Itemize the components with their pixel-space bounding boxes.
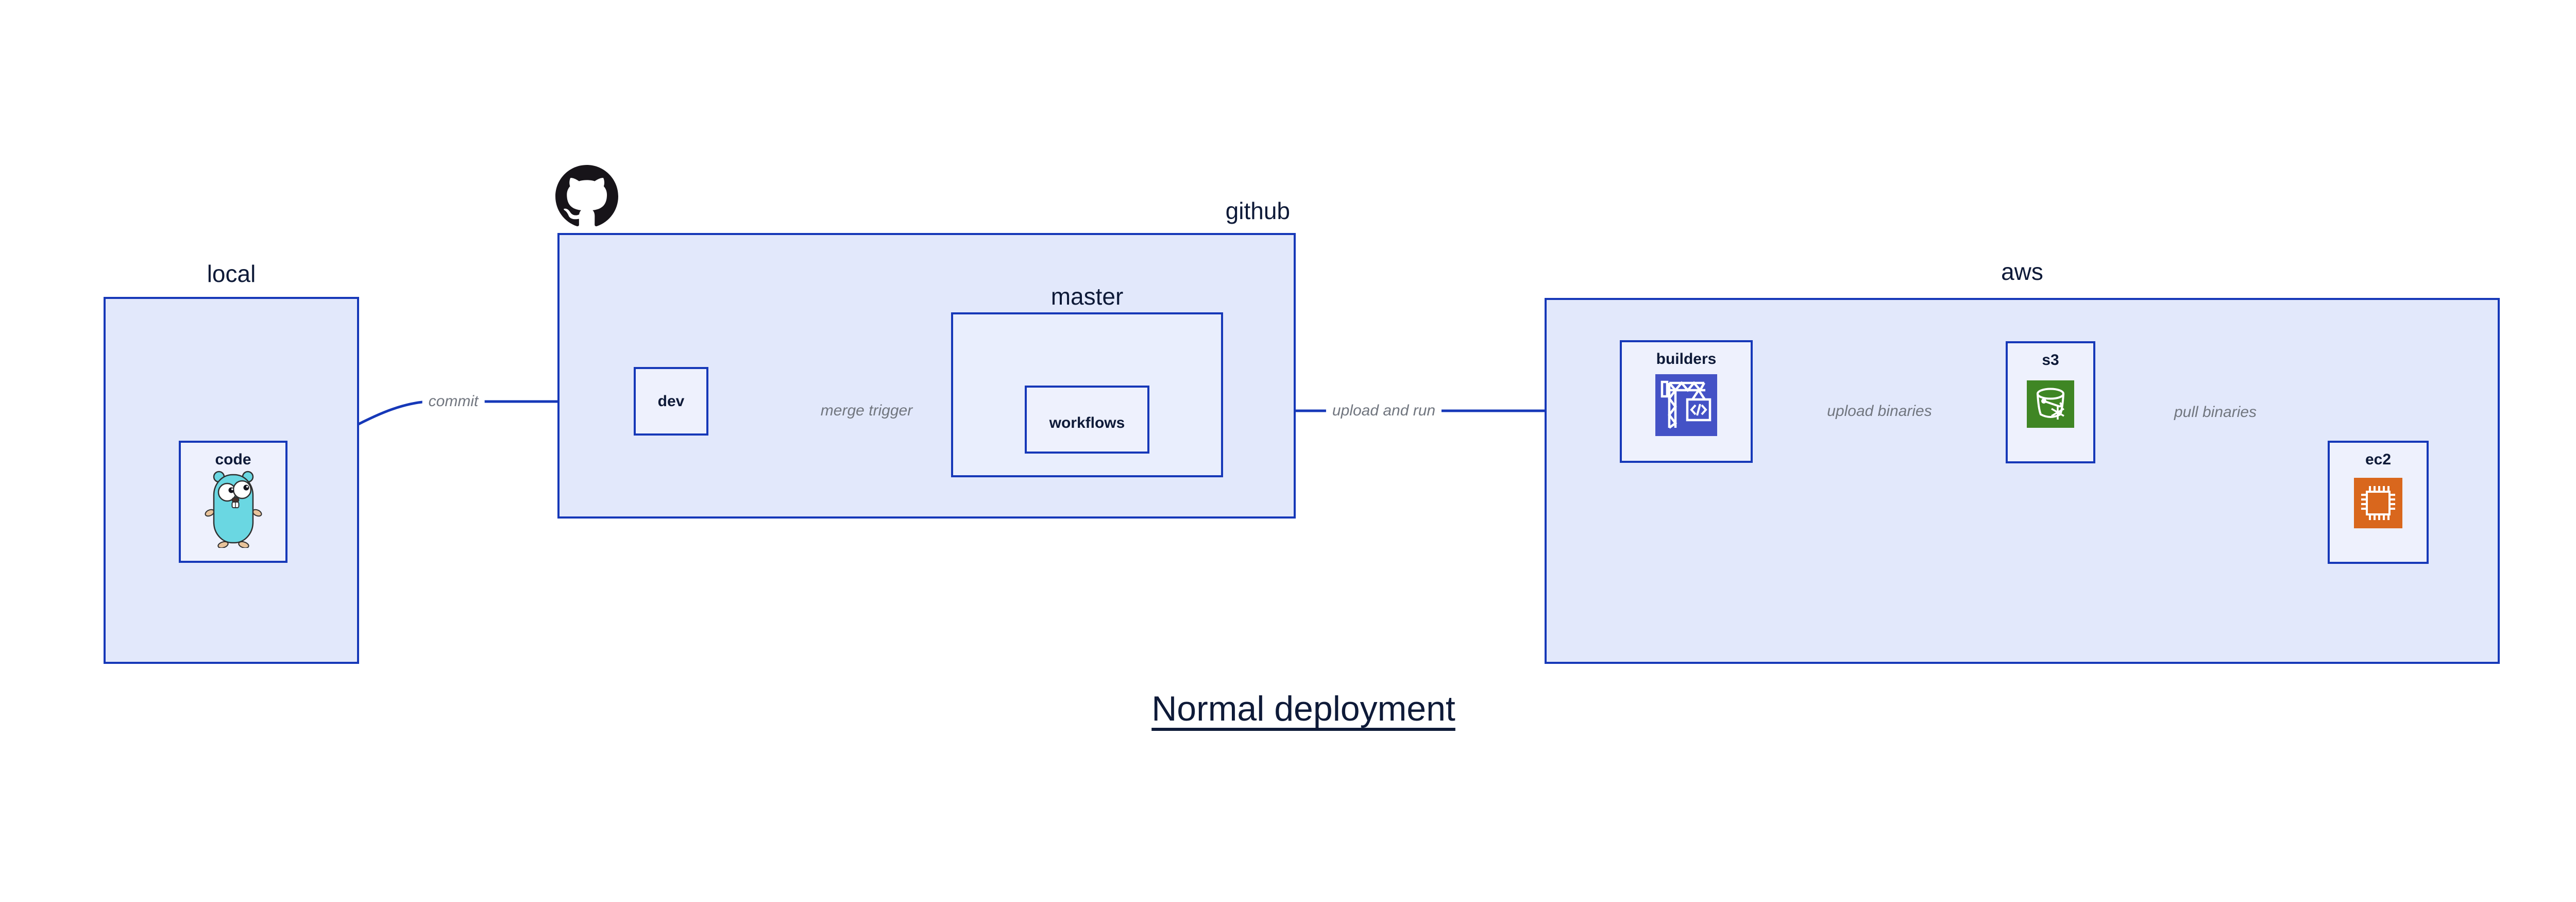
aws-codebuild-crane-icon <box>1655 374 1717 436</box>
edge-label-upload-binaries: upload binaries <box>1821 401 1938 422</box>
node-s3: s3 <box>2006 341 2095 463</box>
container-label-github: github <box>1225 197 1290 224</box>
node-label-builders: builders <box>1656 350 1717 368</box>
node-workflows: workflows <box>1025 386 1149 454</box>
container-label-master: master <box>1050 283 1124 310</box>
aws-ec2-chip-icon <box>2354 478 2402 528</box>
diagram-title: Normal deployment <box>1151 689 1455 728</box>
node-label-s3: s3 <box>2042 352 2059 369</box>
node-ec2: ec2 <box>2328 441 2429 564</box>
container-label-local: local <box>207 260 256 287</box>
edge-label-commit: commit <box>422 391 485 412</box>
edge-label-pull-binaries: pull binaries <box>2167 402 2263 423</box>
aws-s3-glacier-bucket-icon <box>2027 380 2074 428</box>
go-gopher-icon <box>205 471 262 548</box>
node-code: code <box>179 441 287 563</box>
octocat-icon <box>555 165 618 226</box>
container-label-aws: aws <box>2001 258 2043 285</box>
node-label-dev: dev <box>657 392 685 410</box>
node-builders: builders <box>1620 340 1753 463</box>
node-dev: dev <box>634 367 708 436</box>
node-label-code: code <box>215 451 251 468</box>
node-label-workflows: workflows <box>1049 414 1125 431</box>
edge-label-upload-and-run: upload and run <box>1326 400 1442 421</box>
node-label-ec2: ec2 <box>2365 451 2392 468</box>
edge-label-merge-trigger: merge trigger <box>814 400 919 421</box>
